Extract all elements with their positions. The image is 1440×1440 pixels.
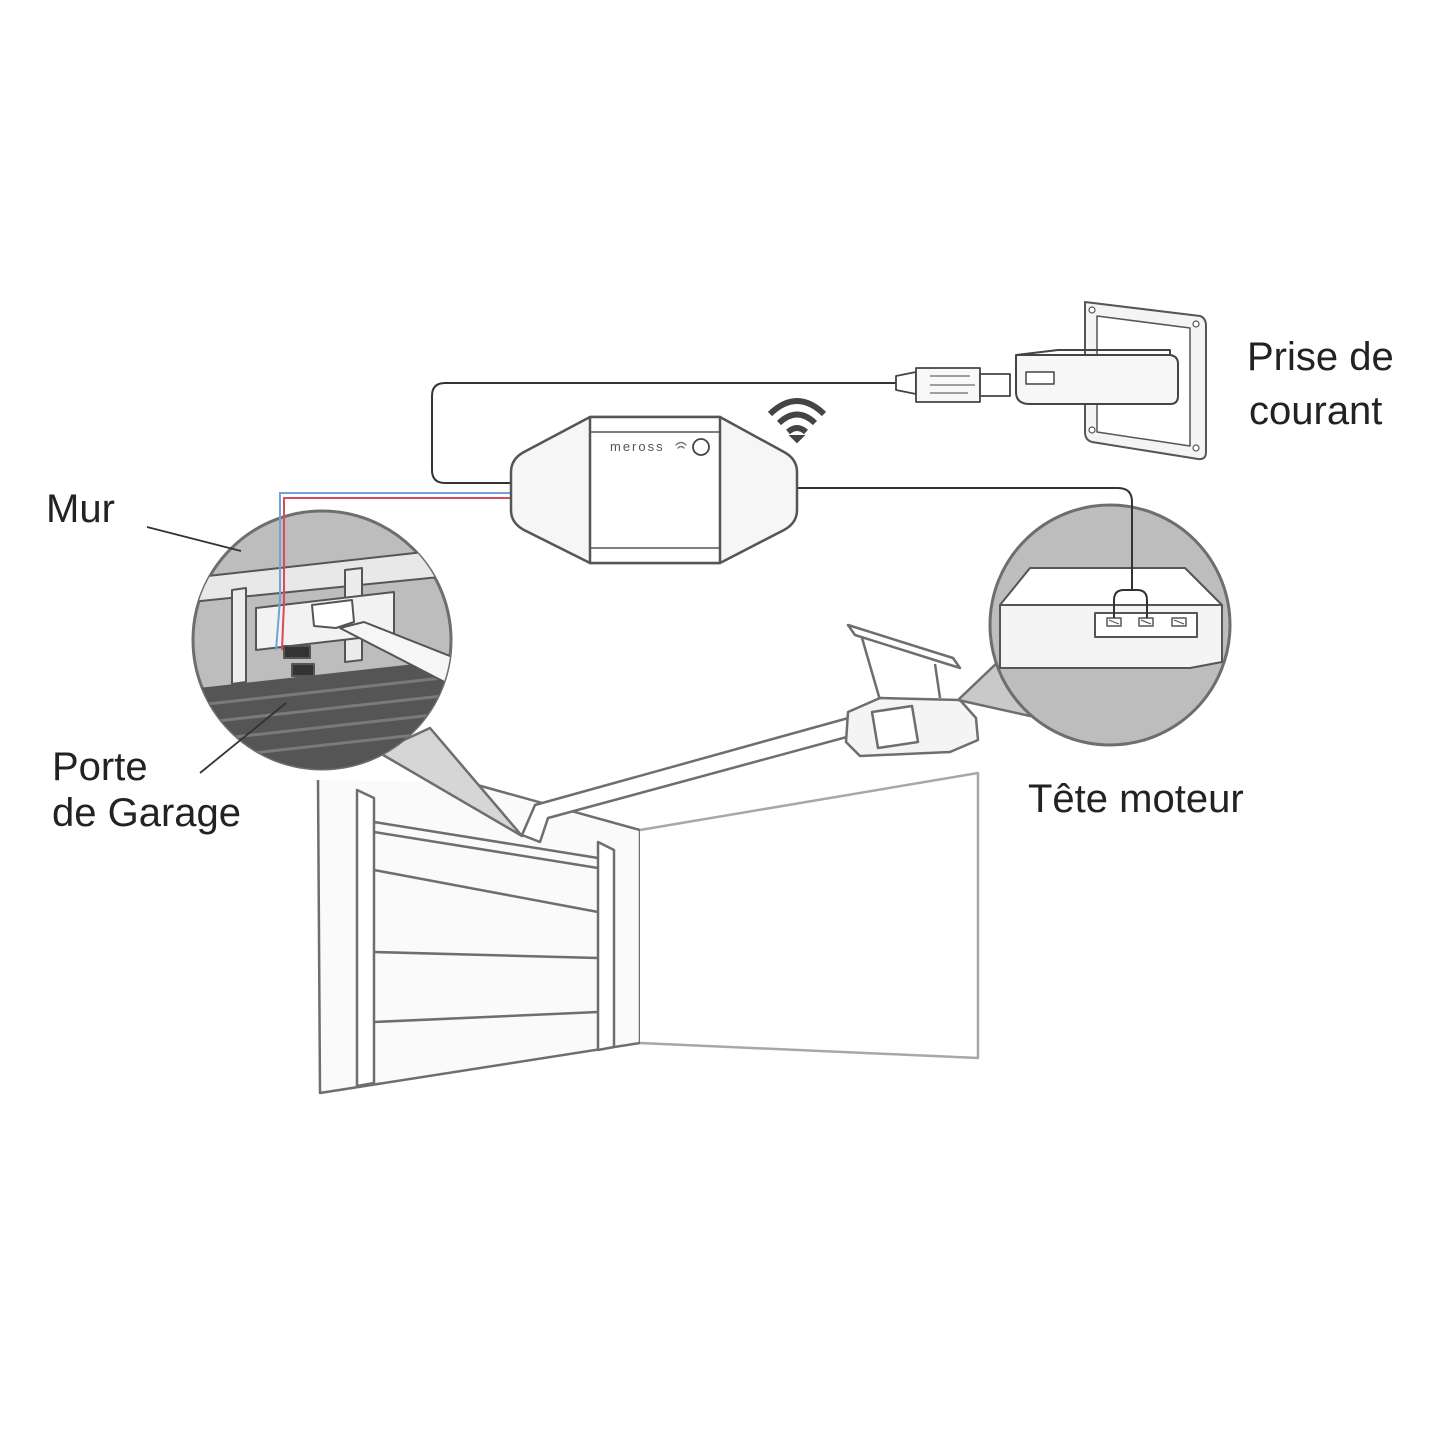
power-button-icon	[692, 438, 710, 456]
door-sensor-callout	[146, 492, 524, 838]
label-door-line2: de Garage	[52, 791, 241, 835]
meross-controller	[509, 415, 799, 565]
door-top-rail-2	[373, 830, 599, 870]
door-frame-right	[596, 840, 616, 1052]
wall-outlet-icon	[1015, 301, 1207, 461]
door-frame-left	[355, 788, 376, 1088]
device-brand-logo: meross	[610, 439, 665, 454]
door-panel-line-1	[373, 868, 599, 914]
label-motor: Tête moteur	[1028, 777, 1244, 821]
usb-charger	[1015, 354, 1179, 405]
motor-cable	[797, 487, 1133, 590]
wifi-icon	[767, 398, 827, 444]
garage-structure	[316, 771, 980, 1095]
label-door-line1: Porte	[52, 745, 148, 789]
motor-hanger-bar	[846, 623, 962, 670]
label-wall: Mur	[46, 487, 115, 531]
door-panel-line-3	[373, 1010, 599, 1024]
wall-leader-line	[146, 526, 242, 552]
door-panel-line-2	[373, 950, 599, 960]
sensor-wire-red	[281, 497, 513, 651]
motor-head	[844, 623, 980, 758]
motor-hanger-arm-2	[933, 663, 942, 699]
usb-cable	[431, 382, 898, 484]
door-top-rail	[373, 820, 599, 860]
sensor-wire-blue	[275, 492, 513, 651]
label-outlet-line1: Prise de	[1247, 335, 1394, 379]
usb-plug-icon	[895, 367, 1011, 403]
cables	[431, 382, 1148, 618]
motor-hanger-arm-1	[860, 637, 882, 701]
garage-right-wall	[639, 771, 980, 1060]
label-outlet-line2: courant	[1249, 389, 1382, 433]
door-leader-line	[199, 702, 287, 774]
motor-cover	[870, 704, 920, 750]
motor-cable-loop	[1113, 589, 1148, 618]
motor-callout	[956, 503, 1232, 747]
device-wifi-icon	[675, 441, 687, 449]
